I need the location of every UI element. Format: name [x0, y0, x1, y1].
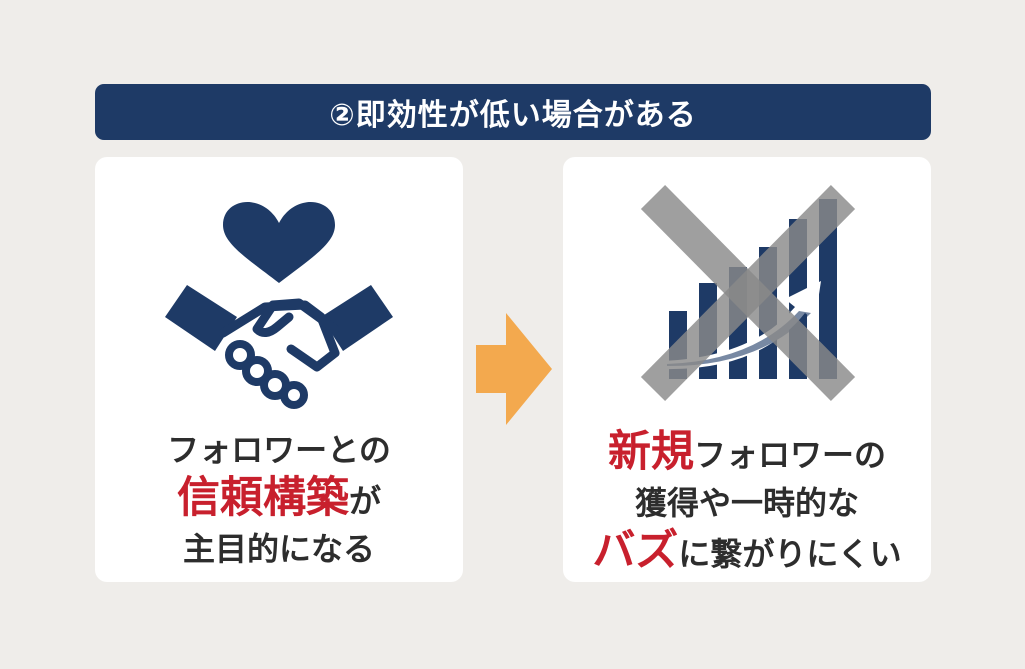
- right-hand: [252, 298, 340, 337]
- right-line-2: 獲得や一時的な: [634, 484, 859, 522]
- page-title: ②即効性が低い場合がある: [329, 98, 697, 133]
- left-line-2: 信頼構築が: [95, 473, 463, 526]
- right-line-1: 新規フォロワーの: [563, 427, 931, 480]
- left-line-1: フォロワーとの: [167, 431, 391, 469]
- right-caption: 新規フォロワーの 獲得や一時的な バズに繋がりにくい: [563, 427, 931, 579]
- handshake-heart-icon: [165, 201, 393, 409]
- right-card: 新規フォロワーの 獲得や一時的な バズに繋がりにくい: [563, 157, 931, 582]
- right-line-3: バズに繋がりにくい: [563, 526, 931, 579]
- finger-4: [280, 381, 308, 409]
- left-caption: フォロワーとの 信頼構築が 主目的になる: [95, 427, 463, 572]
- heart-icon: [223, 201, 335, 283]
- left-line-3: 主目的になる: [182, 530, 375, 568]
- cross-line-2: [640, 185, 856, 401]
- finger-2: [242, 356, 272, 386]
- right-emphasis-2: バズ: [592, 526, 679, 576]
- left-line-2-rest: が: [348, 482, 381, 520]
- right-emphasis-1: 新規: [607, 427, 694, 477]
- finger-1: [225, 340, 255, 370]
- bar-6: [819, 199, 837, 379]
- right-cuff: [321, 285, 393, 351]
- growth-curve-inner: [667, 311, 811, 367]
- left-cuff: [165, 285, 237, 351]
- title-banner: ②即効性が低い場合がある: [95, 84, 931, 140]
- left-card: フォロワーとの 信頼構築が 主目的になる: [95, 157, 463, 582]
- right-line-1-rest: フォロワーの: [693, 436, 886, 474]
- crossed-growth-chart-icon: [640, 185, 856, 401]
- left-emphasis: 信頼構築: [176, 473, 349, 523]
- right-arrow-icon: [476, 313, 552, 425]
- right-line-3-rest: に繋がりにくい: [678, 535, 902, 573]
